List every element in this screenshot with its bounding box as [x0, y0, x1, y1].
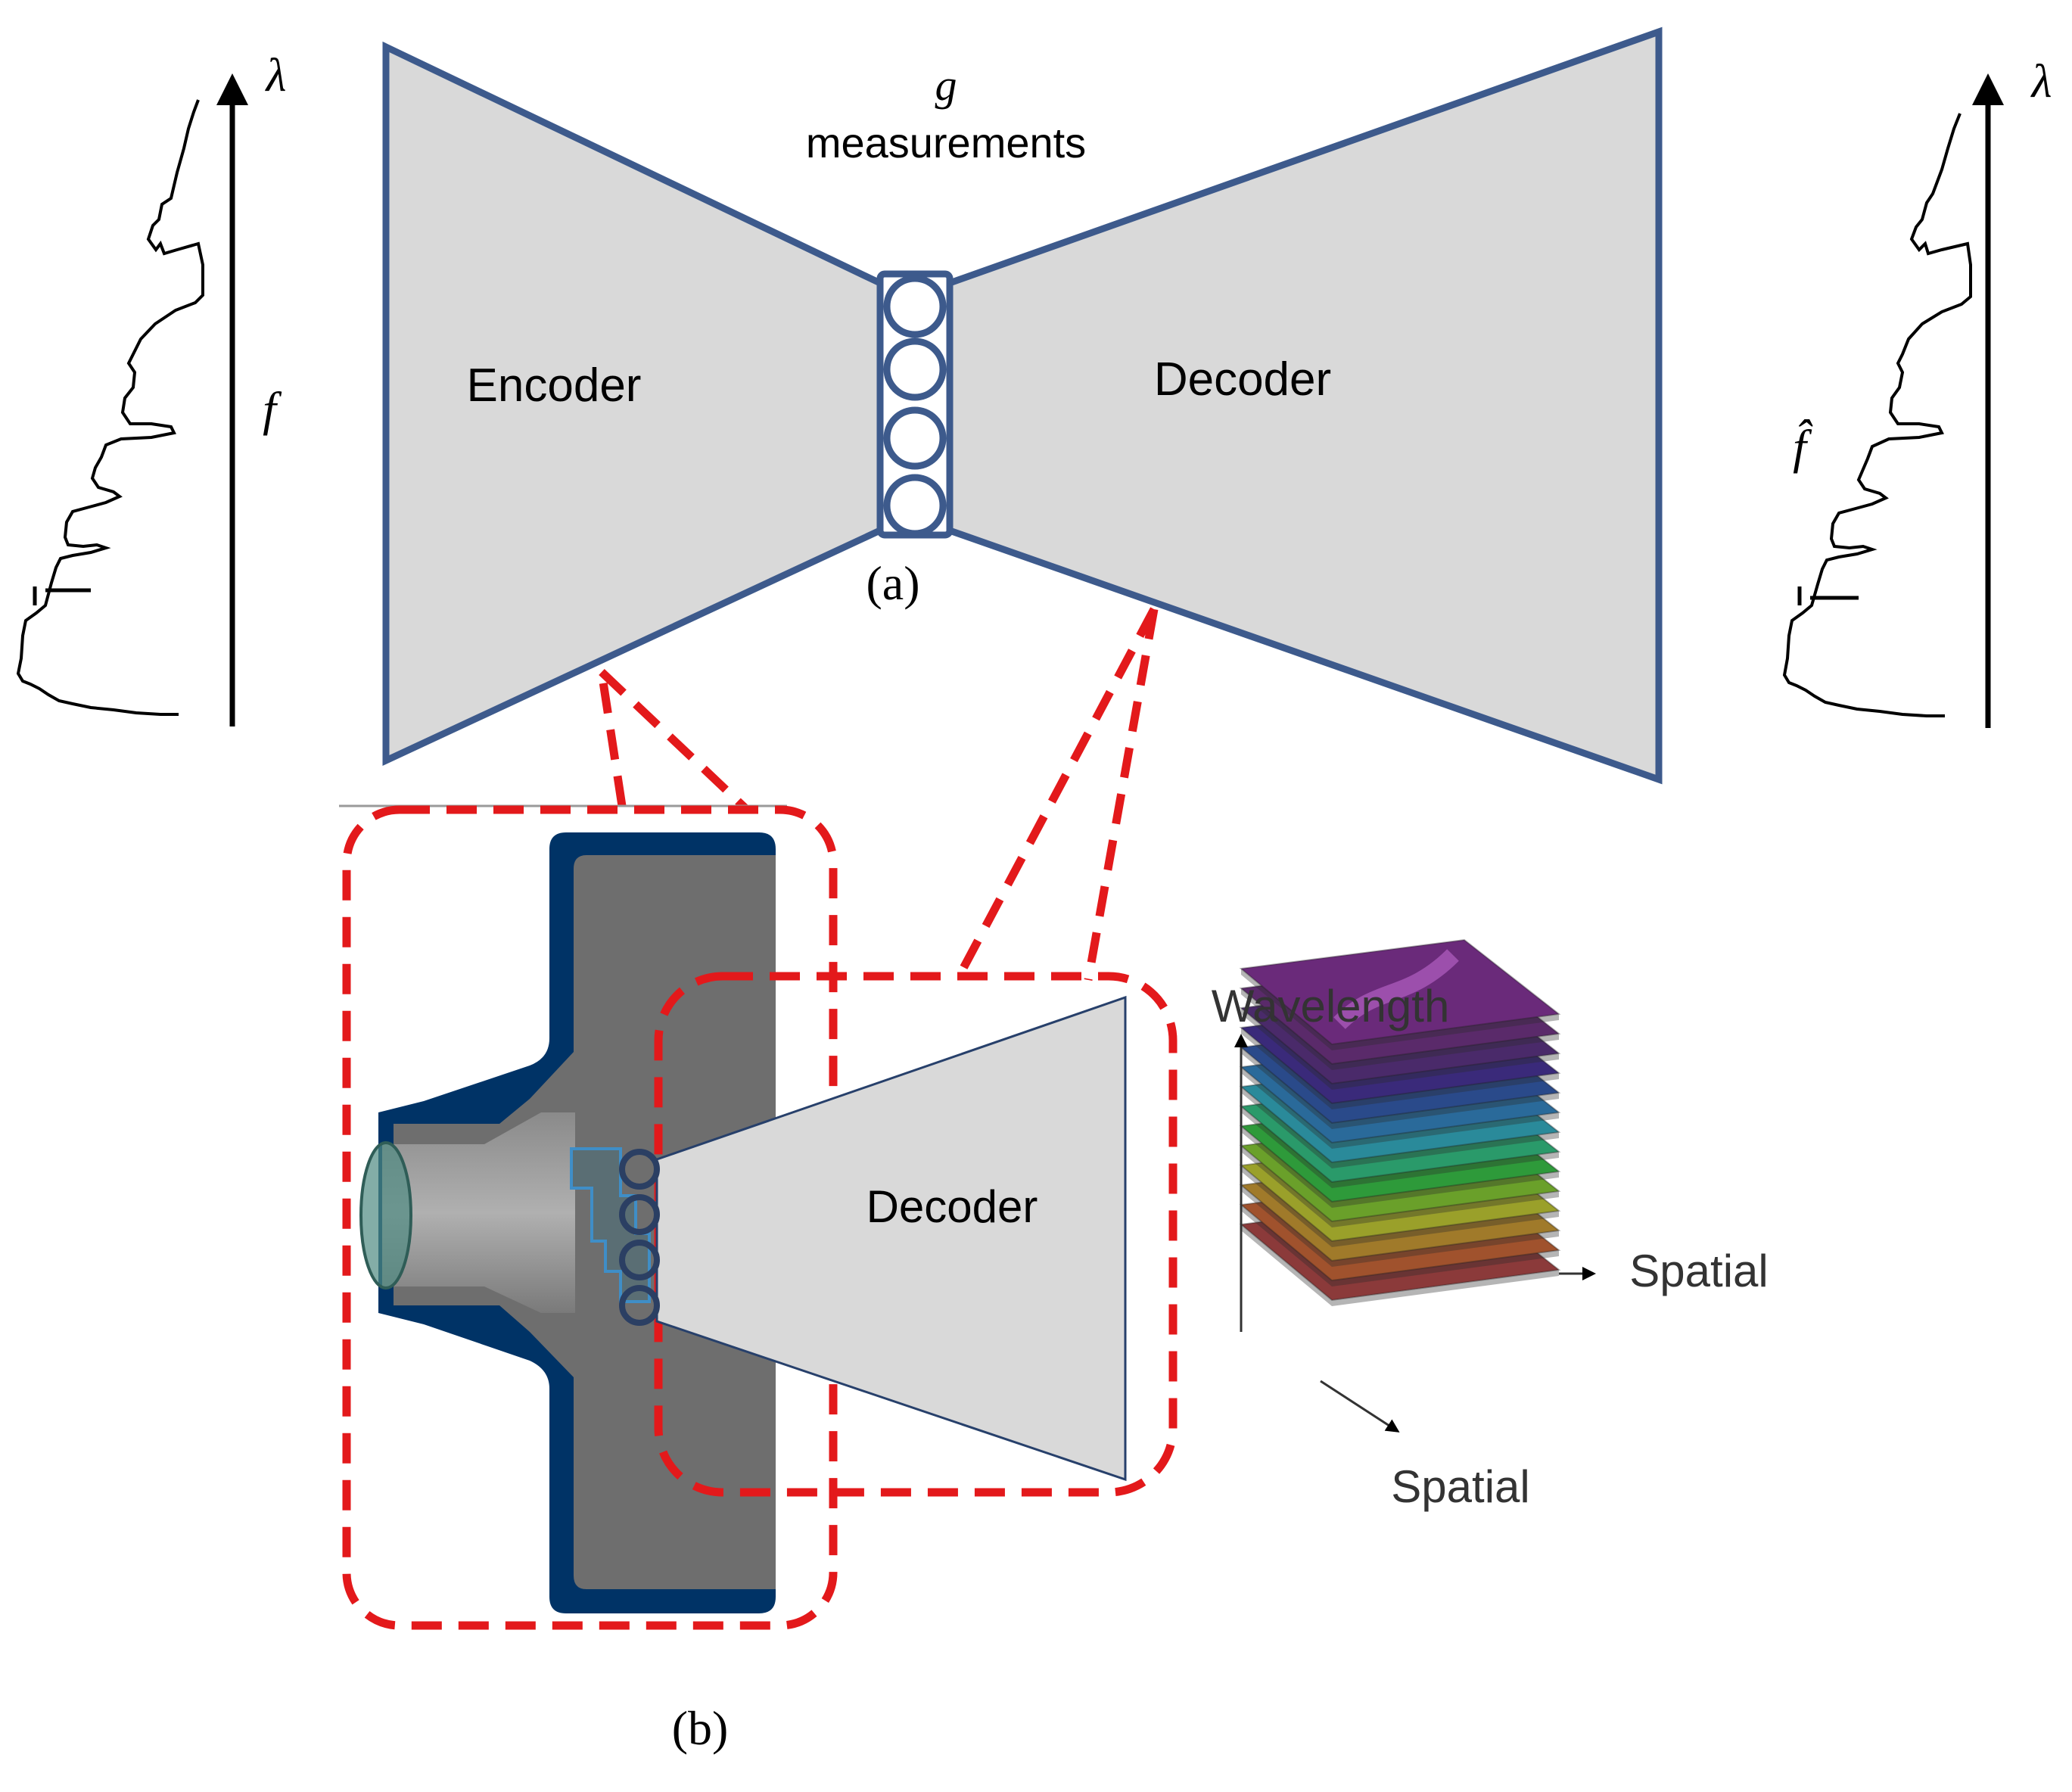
device-interior — [394, 855, 776, 1589]
cube-top-highlight — [1333, 949, 1459, 1029]
bottleneck-symbol: g — [935, 61, 957, 110]
decoder-small-node — [619, 1149, 660, 1190]
spatial-label-bottom: Spatial — [1391, 1461, 1529, 1512]
cube-layer-edge — [1241, 1205, 1559, 1286]
caption-a: (a) — [866, 556, 919, 610]
output-signal-label: f̂ — [1793, 419, 1812, 474]
output-spectrum-spike — [1797, 586, 1859, 605]
spatial-label-right: Spatial — [1629, 1246, 1768, 1296]
decoder-label-b: Decoder — [866, 1181, 1038, 1232]
zoom-connectors — [597, 607, 1159, 981]
caption-b: (b) — [672, 1701, 729, 1755]
input-spectrum-spike — [33, 586, 91, 605]
input-spectrum: λ f — [16, 50, 287, 726]
cube-layer-edge — [1241, 1028, 1559, 1109]
encoder-zoom-lines — [597, 669, 748, 811]
cube-layer-edge — [1241, 1185, 1559, 1267]
bottleneck-node — [883, 338, 947, 401]
output-spectrum: λ f̂ — [1782, 56, 2052, 728]
output-axis-symbol: λ — [2030, 56, 2052, 107]
decoder-small-node — [619, 1194, 660, 1235]
cube-layer-edge — [1241, 1047, 1559, 1129]
cube-layer-edge — [1241, 1224, 1559, 1306]
bottleneck-nodes — [883, 275, 947, 537]
decoder-small-node — [619, 1285, 660, 1326]
decoder-label-a: Decoder — [1154, 353, 1331, 406]
input-spectrum-curve — [16, 99, 204, 716]
decoder-small-node — [619, 1240, 660, 1280]
cube-layer-edge — [1241, 1165, 1559, 1247]
cube-layer-edge — [1241, 1146, 1559, 1227]
cube-layer-edge — [1241, 1087, 1559, 1168]
decoder-small-nodes — [619, 1149, 660, 1326]
encoder-label: Encoder — [467, 359, 642, 412]
decoder-zoom-lines — [957, 607, 1159, 981]
bottleneck-label: measurements — [806, 119, 1086, 166]
cube-layer-edge — [1241, 1067, 1559, 1149]
bottleneck-node — [883, 406, 947, 470]
output-spectrum-curve — [1782, 113, 1972, 717]
input-axis-symbol: λ — [265, 50, 287, 101]
bottleneck-node — [883, 275, 947, 338]
input-signal-label: f — [263, 382, 282, 436]
cube-layer-edge — [1241, 988, 1559, 1070]
cube-layer-edge — [1241, 1008, 1559, 1090]
wavelength-label: Wavelength — [1212, 981, 1450, 1031]
cube-layer-edge — [1241, 969, 1559, 1050]
bottleneck-node — [883, 474, 947, 537]
device-tube — [382, 1112, 575, 1313]
hyperspectral-cube — [1239, 938, 1561, 1306]
cube-layer-edge — [1241, 1106, 1559, 1188]
cube-layer-edge — [1241, 1126, 1559, 1208]
part-b: Decoder Wavelength Spatial Spatial (b) — [342, 805, 1769, 1755]
cube-spatial-axis-bottom — [1320, 1380, 1400, 1433]
part-a: g measurements Encoder Decoder (a) — [382, 26, 1663, 785]
lens — [359, 1141, 412, 1290]
